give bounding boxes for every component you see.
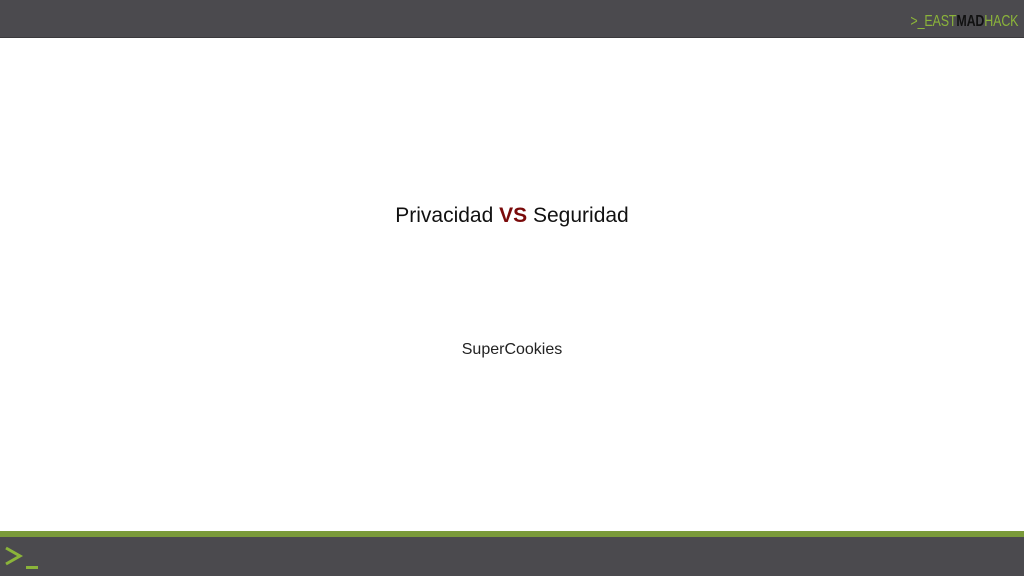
- title-vs: VS: [499, 204, 528, 227]
- logo-mad: MAD: [955, 13, 984, 30]
- slide-subtitle: SuperCookies: [461, 341, 563, 358]
- slide-title: Privacidad VS Seguridad: [0, 202, 1024, 230]
- footer-accent-line: [0, 531, 1024, 537]
- terminal-prompt-icon: [5, 546, 38, 569]
- eastmadhack-logo: >_ EAST MAD HACK: [910, 12, 1018, 32]
- bottom-bar: [0, 537, 1024, 576]
- title-privacidad: Privacidad: [395, 204, 494, 227]
- top-bar: >_ EAST MAD HACK: [0, 0, 1024, 38]
- title-seguridad: Seguridad: [533, 204, 629, 227]
- logo-prompt: >_: [910, 13, 925, 30]
- logo-east: EAST: [924, 13, 956, 30]
- logo-hack: HACK: [983, 13, 1018, 30]
